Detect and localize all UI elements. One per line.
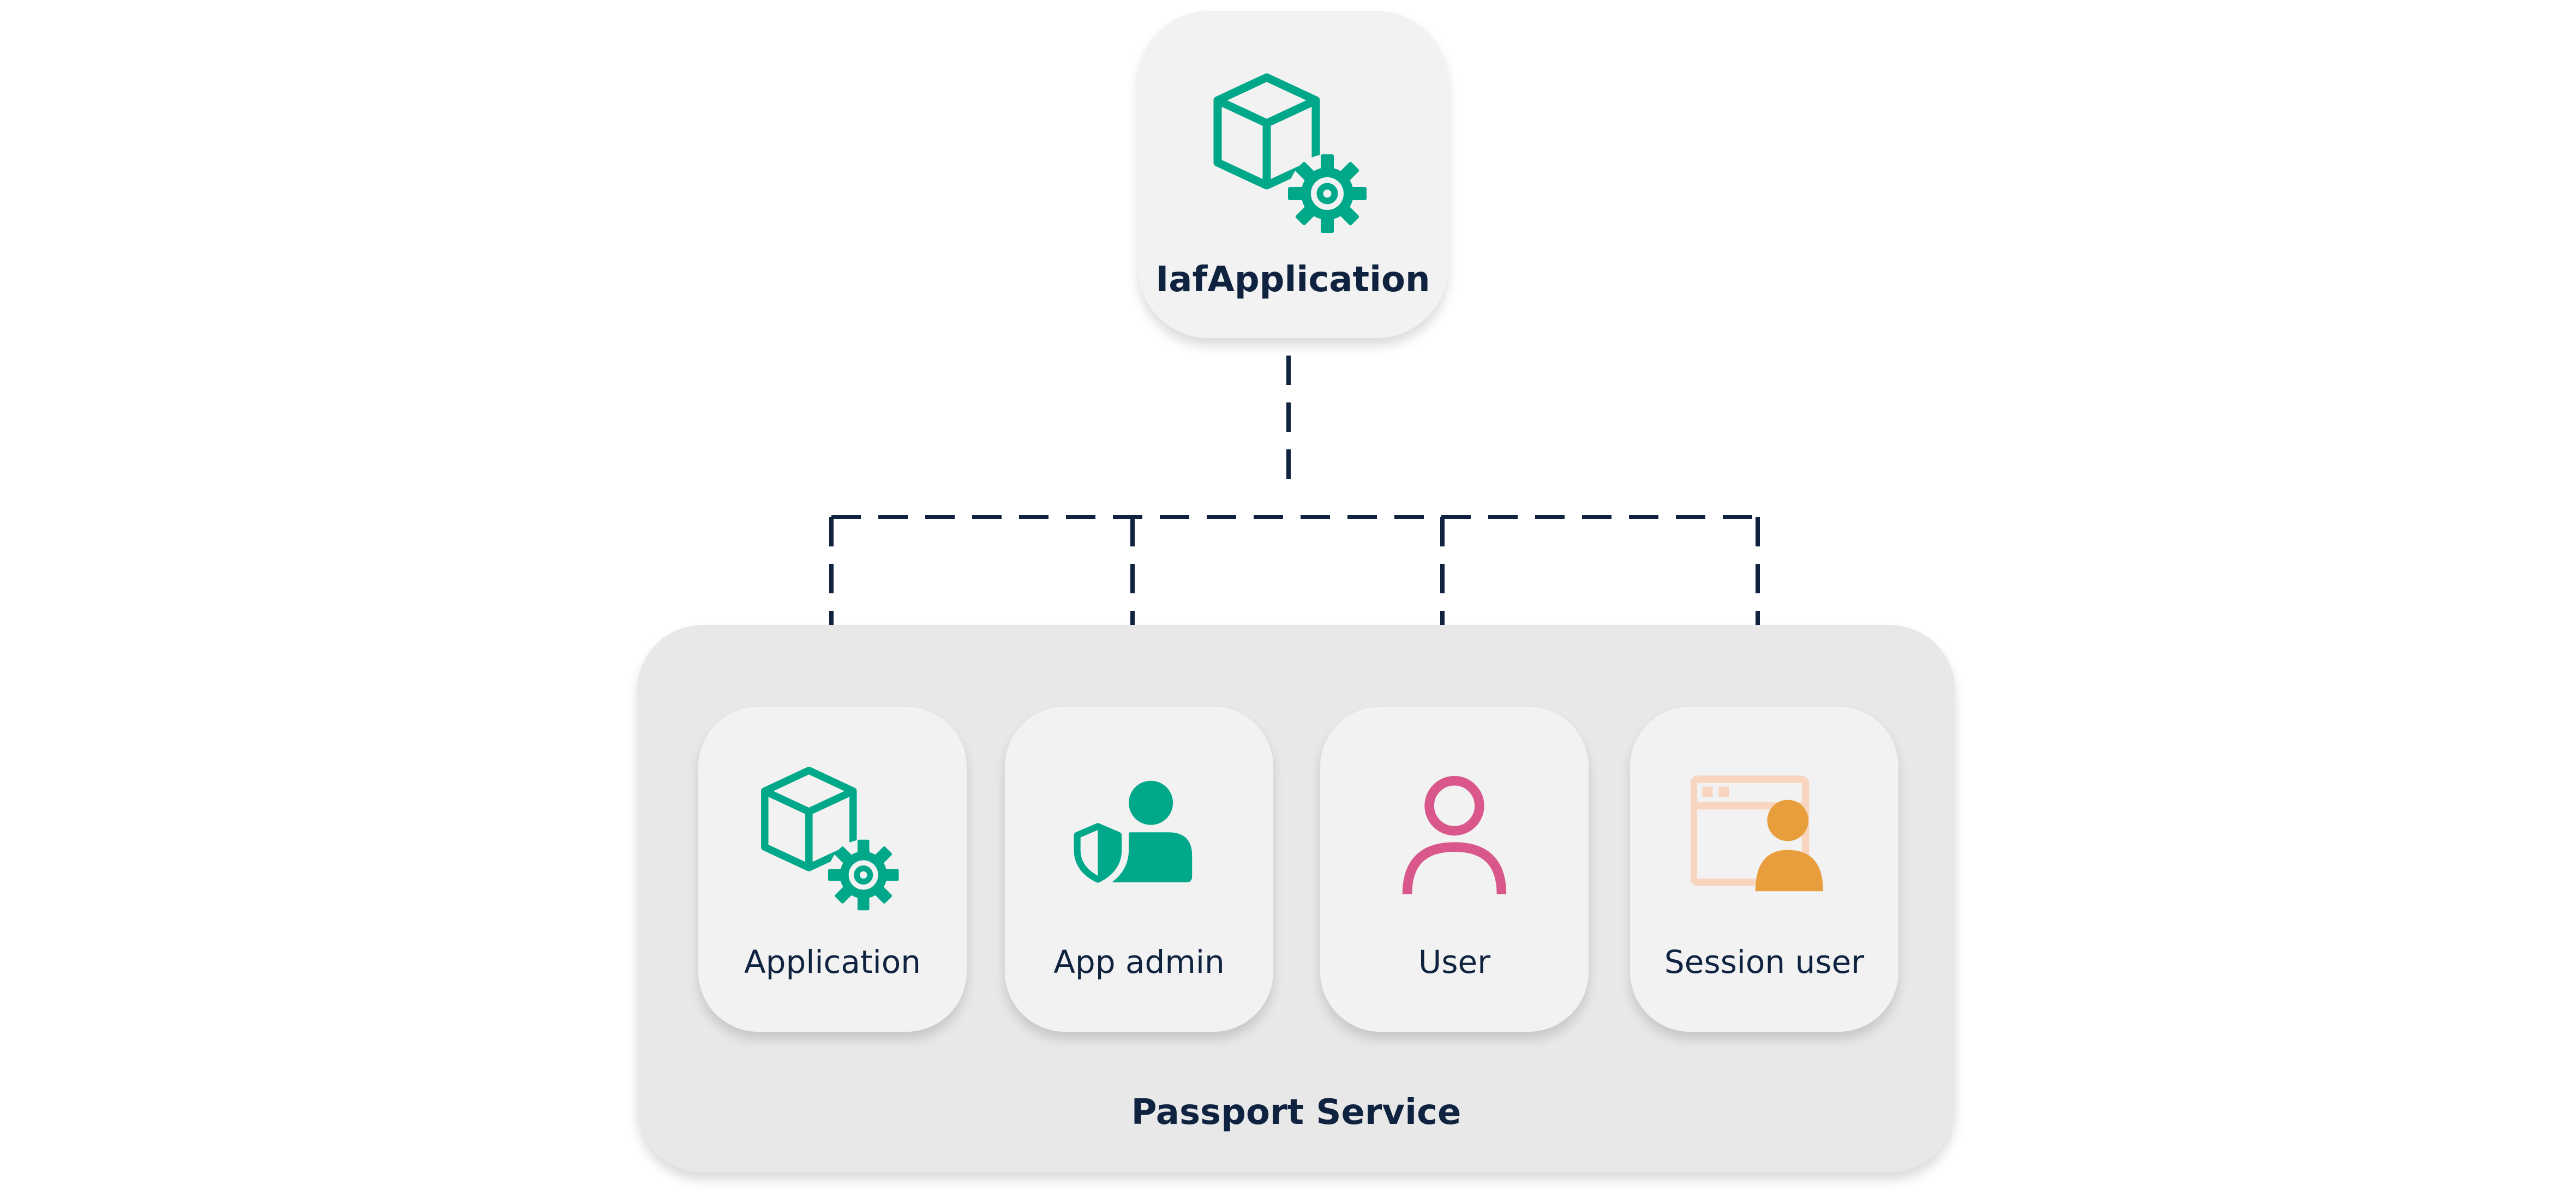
session-user-icon <box>1691 775 1823 892</box>
passport-service-label: Passport Service <box>1131 1092 1461 1133</box>
session-user-label: Session user <box>1664 943 1865 981</box>
user-shield-icon <box>1067 780 1193 890</box>
user-node: User <box>1320 707 1589 1032</box>
cube-gear-icon <box>761 767 899 911</box>
session-user-node: Session user <box>1630 707 1898 1032</box>
application-label: Application <box>744 943 921 981</box>
app-admin-node: App admin <box>1005 707 1273 1032</box>
app-admin-label: App admin <box>1053 943 1225 981</box>
user-label: User <box>1418 943 1491 981</box>
user-outline-icon <box>1402 775 1507 894</box>
iafapplication-label: IafApplication <box>1155 260 1430 300</box>
application-node: Application <box>698 707 967 1032</box>
cube-gear-icon <box>1213 73 1367 233</box>
iafapplication-node: IafApplication <box>1138 11 1448 338</box>
